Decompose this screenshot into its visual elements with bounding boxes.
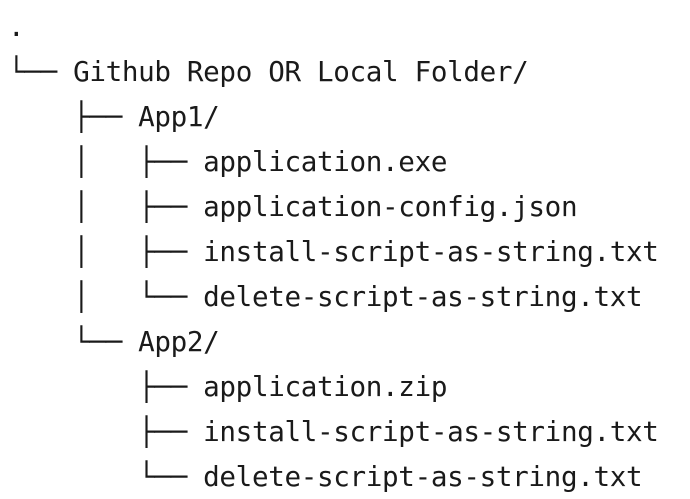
tree-row: ├── install-script-as-string.txt — [8, 409, 659, 454]
tree-node-label-app1: App1/ — [138, 100, 220, 133]
tree-row: │ ├── application-config.json — [8, 184, 659, 229]
directory-tree-view: . └── Github Repo OR Local Folder/ ├── A… — [8, 10, 659, 493]
tree-branch-prefix: └── — [8, 325, 139, 358]
tree-branch-prefix: │ └── — [8, 280, 204, 313]
tree-branch-prefix: └── — [8, 55, 74, 88]
tree-node-label-application-zip: application.zip — [203, 370, 448, 403]
tree-branch-prefix: ├── — [8, 370, 204, 403]
tree-row: └── App2/ — [8, 319, 659, 364]
tree-row: ├── App1/ — [8, 94, 659, 139]
tree-row: └── delete-script-as-string.txt — [8, 454, 659, 499]
tree-row: │ ├── application.exe — [8, 139, 659, 184]
tree-branch-prefix: │ ├── — [8, 145, 204, 178]
tree-row: │ ├── install-script-as-string.txt — [8, 229, 659, 274]
tree-node-label-install-script-app1: install-script-as-string.txt — [203, 235, 659, 268]
tree-node-label-app2: App2/ — [138, 325, 220, 358]
tree-row-root: . — [8, 4, 659, 49]
tree-listing: . └── Github Repo OR Local Folder/ ├── A… — [8, 4, 659, 499]
tree-node-label-application-config-json: application-config.json — [203, 190, 578, 223]
tree-branch-prefix: │ ├── — [8, 190, 204, 223]
tree-row: │ └── delete-script-as-string.txt — [8, 274, 659, 319]
tree-branch-prefix: ├── — [8, 415, 204, 448]
tree-branch-prefix: ├── — [8, 100, 139, 133]
tree-node-label-install-script-app2: install-script-as-string.txt — [203, 415, 659, 448]
tree-node-label-delete-script-app2: delete-script-as-string.txt — [203, 460, 643, 493]
tree-row: ├── application.zip — [8, 364, 659, 409]
tree-row: └── Github Repo OR Local Folder/ — [8, 49, 659, 94]
tree-node-label-application-exe: application.exe — [203, 145, 448, 178]
tree-node-label-root: . — [8, 10, 25, 43]
tree-branch-prefix: │ ├── — [8, 235, 204, 268]
tree-branch-prefix: └── — [8, 460, 204, 493]
tree-node-label-github-repo-or-local-folder: Github Repo OR Local Folder/ — [73, 55, 529, 88]
tree-node-label-delete-script-app1: delete-script-as-string.txt — [203, 280, 643, 313]
